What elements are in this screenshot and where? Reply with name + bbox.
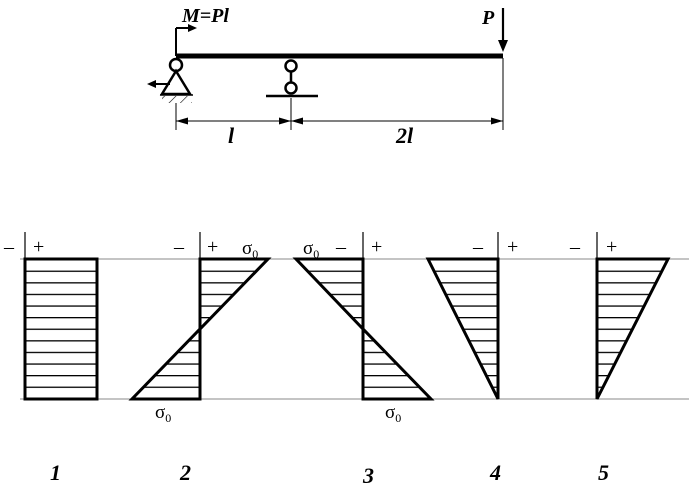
sigma-symbol: σ (155, 402, 165, 423)
stress-diagram-1: – + 1 (3, 232, 99, 485)
force-label: P (481, 7, 495, 29)
svg-text:σ0: σ0 (155, 402, 171, 425)
stress-diagram-4: – + 4 (425, 232, 518, 485)
diagram-1-number: 1 (50, 460, 61, 485)
diagram-4-plus: + (507, 236, 518, 258)
diagram-2-sigma-bottom: σ0 (155, 402, 171, 425)
diagram-3-sigma-bottom: σ0 (385, 402, 401, 425)
diagram-1-plus: + (33, 236, 44, 258)
beam-scheme: M=Pl P l 2l (147, 5, 508, 148)
diagram-4-number: 4 (489, 460, 501, 485)
stress-diagram-2: – + σ0 σ0 2 (128, 232, 272, 485)
dimensions: l 2l (175, 58, 504, 148)
sigma-subscript: 0 (395, 411, 401, 425)
moment-load: M=Pl (175, 5, 229, 56)
diagram-3-plus: + (371, 236, 382, 258)
diagram-3-sigma-top: σ0 (303, 238, 319, 261)
svg-text:σ0: σ0 (242, 238, 258, 261)
diagram-5-plus: + (606, 236, 617, 258)
span2-label: 2l (395, 123, 414, 148)
pinned-support (147, 57, 193, 103)
diagram-2-number: 2 (179, 460, 191, 485)
stress-diagrams: – + 1 – + σ0 σ0 2 – + (3, 232, 689, 488)
roller-support (266, 59, 318, 98)
svg-text:σ0: σ0 (303, 238, 319, 261)
diagram-5-number: 5 (598, 460, 609, 485)
span1-label: l (228, 123, 235, 148)
sigma-subscript: 0 (165, 411, 171, 425)
diagram-1-minus: – (3, 236, 15, 258)
sigma-symbol: σ (303, 238, 313, 259)
sigma-symbol: σ (385, 402, 395, 423)
diagram-2-plus: + (207, 236, 218, 258)
force-load: P (481, 7, 508, 52)
sigma-symbol: σ (242, 238, 252, 259)
svg-text:σ0: σ0 (385, 402, 401, 425)
diagram-2-minus: – (173, 236, 185, 258)
stress-diagram-3: – + σ0 σ0 3 (292, 232, 435, 488)
diagram-5-minus: – (569, 236, 581, 258)
diagram-3-minus: – (335, 236, 347, 258)
stress-diagram-5: – + 5 (569, 232, 671, 485)
diagram-2-sigma-top: σ0 (242, 238, 258, 261)
diagram-4-minus: – (472, 236, 484, 258)
sigma-subscript: 0 (313, 247, 319, 261)
sigma-subscript: 0 (252, 247, 258, 261)
moment-label: M=Pl (181, 5, 229, 27)
diagram-3-number: 3 (362, 463, 374, 488)
